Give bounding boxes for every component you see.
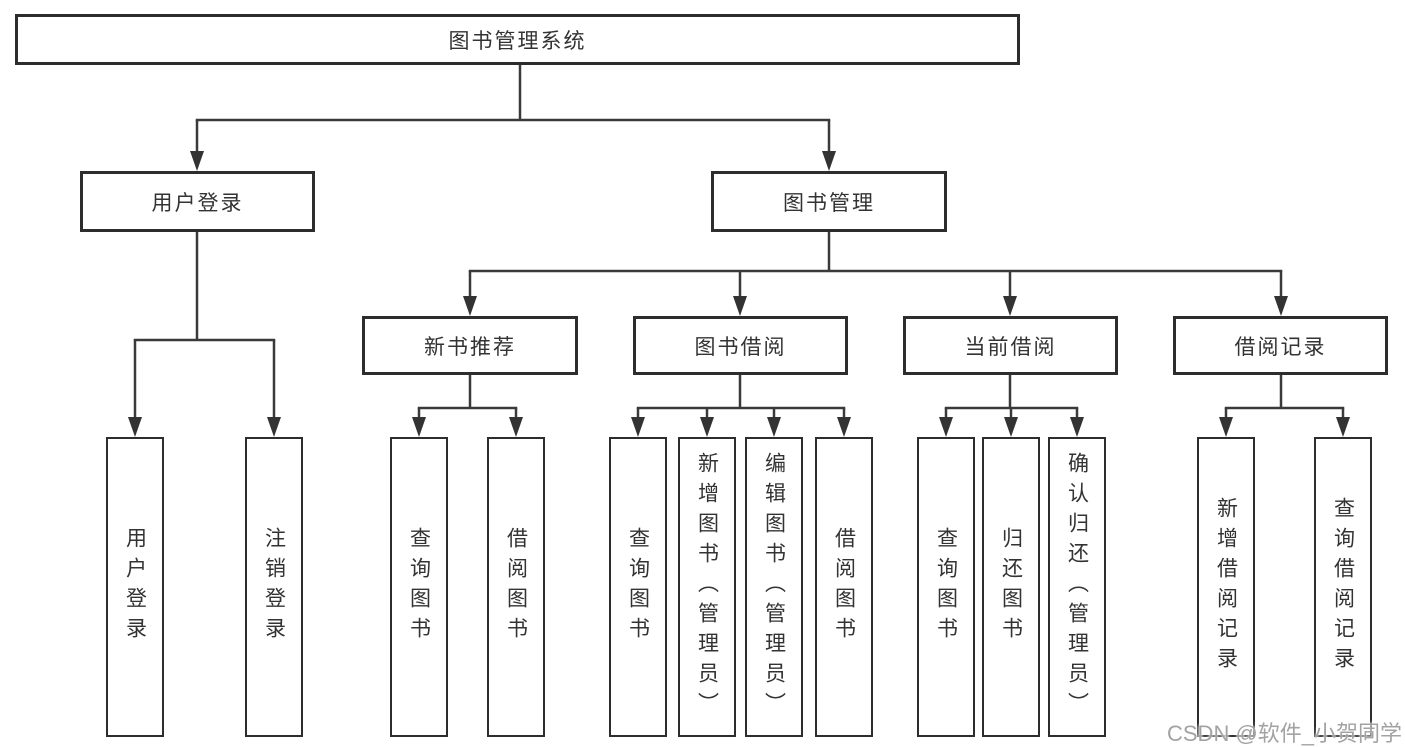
node-book-mgmt: 图书管理 [711, 171, 947, 232]
arrowhead-leaf-logout [267, 417, 281, 437]
arrowhead-bb-edit [767, 417, 781, 437]
node-user-login: 用户登录 [80, 171, 315, 232]
node-new-book-rec-label: 新书推荐 [424, 335, 516, 359]
leaf-nbr-borrow-books: 借阅图书 [487, 437, 545, 737]
leaf-br-query-record-label: 查询借阅记录 [1331, 497, 1355, 677]
node-book-borrow: 图书借阅 [633, 316, 848, 375]
leaf-nbr-borrow-books-label: 借阅图书 [504, 527, 528, 647]
arrowhead-br-query [1336, 417, 1350, 437]
leaf-bb-edit-books-admin: 编辑图书（管理员） [745, 437, 803, 737]
node-current-borrow: 当前借阅 [903, 316, 1118, 375]
node-book-borrow-label: 图书借阅 [694, 335, 787, 359]
leaf-bb-borrow-books-label: 借阅图书 [832, 527, 856, 647]
leaf-bb-add-books-admin-label: 新增图书（管理员） [695, 452, 719, 722]
leaf-br-add-record-label: 新增借阅记录 [1214, 497, 1238, 677]
arrowhead-bb-borrow [837, 417, 851, 437]
leaf-nbr-query-books-label: 查询图书 [407, 527, 431, 647]
arrowhead-leaf-user-login [128, 417, 142, 437]
node-root-label: 图书管理系统 [448, 29, 587, 53]
node-book-mgmt-label: 图书管理 [783, 191, 875, 215]
arrowhead-current-borrow [1003, 296, 1017, 316]
arrowhead-bb-add [700, 417, 714, 437]
leaf-cb-confirm-return-admin: 确认归还（管理员） [1048, 437, 1106, 737]
node-current-borrow-label: 当前借阅 [964, 335, 1057, 359]
leaf-user-login-label: 用户登录 [123, 527, 147, 647]
leaf-nbr-query-books: 查询图书 [390, 437, 448, 737]
leaf-bb-query-books-label: 查询图书 [626, 527, 650, 647]
leaf-bb-borrow-books: 借阅图书 [815, 437, 873, 737]
node-borrow-record-label: 借阅记录 [1234, 335, 1327, 359]
arrowhead-cb-return [1004, 417, 1018, 437]
arrowhead-book-mgmt [822, 151, 836, 171]
arrowhead-cb-confirm [1070, 417, 1084, 437]
node-root: 图书管理系统 [15, 14, 1020, 65]
leaf-cb-confirm-return-admin-label: 确认归还（管理员） [1065, 452, 1089, 722]
arrowhead-new-book-rec [463, 296, 477, 316]
leaf-bb-query-books: 查询图书 [609, 437, 667, 737]
node-new-book-rec: 新书推荐 [362, 316, 578, 375]
arrowhead-nbr-query [412, 417, 426, 437]
arrowhead-bb-query [631, 417, 645, 437]
leaf-user-login: 用户登录 [106, 437, 164, 737]
node-user-login-label: 用户登录 [151, 191, 244, 215]
arrowhead-nbr-borrow [509, 417, 523, 437]
leaf-bb-add-books-admin: 新增图书（管理员） [678, 437, 736, 737]
arrowhead-cb-query [939, 417, 953, 437]
csdn-watermark: CSDN @软件_小贺同学 [1167, 721, 1403, 746]
arrowhead-br-add [1219, 417, 1233, 437]
leaf-br-add-record: 新增借阅记录 [1197, 437, 1255, 737]
leaf-logout: 注销登录 [245, 437, 303, 737]
leaf-cb-query-books-label: 查询图书 [934, 527, 958, 647]
arrowhead-borrow-record [1274, 296, 1288, 316]
node-borrow-record: 借阅记录 [1173, 316, 1388, 375]
leaf-logout-label: 注销登录 [262, 527, 286, 647]
leaf-br-query-record: 查询借阅记录 [1314, 437, 1372, 737]
arrowhead-book-borrow [733, 296, 747, 316]
leaf-bb-edit-books-admin-label: 编辑图书（管理员） [762, 452, 786, 722]
leaf-cb-query-books: 查询图书 [917, 437, 975, 737]
leaf-cb-return-books-label: 归还图书 [999, 527, 1023, 647]
arrowhead-user-login [190, 151, 204, 171]
leaf-cb-return-books: 归还图书 [982, 437, 1040, 737]
